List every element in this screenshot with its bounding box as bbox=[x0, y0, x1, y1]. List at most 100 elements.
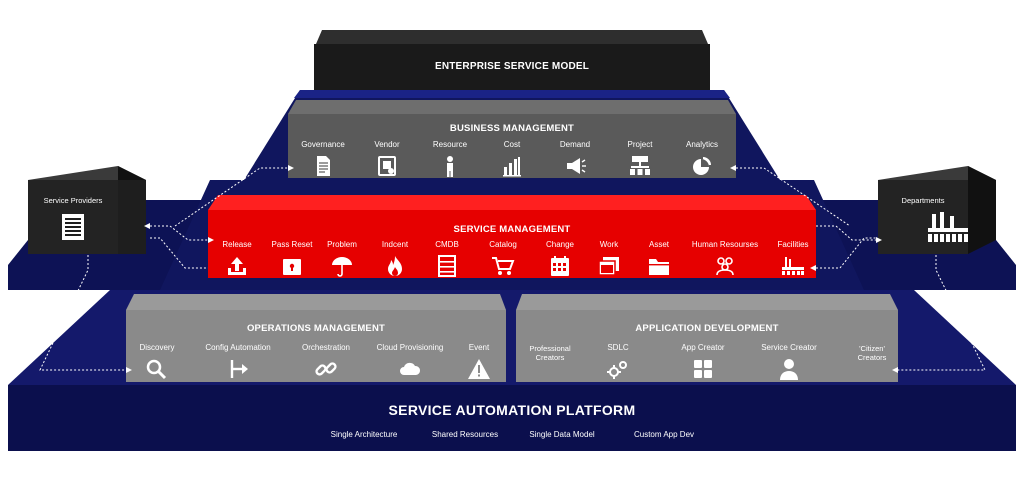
service-item-label: Work bbox=[599, 240, 619, 249]
feature-shared-resources: Shared Resources bbox=[431, 430, 499, 439]
operations-block-top bbox=[126, 294, 506, 310]
service-title: SERVICE MANAGEMENT bbox=[453, 224, 571, 235]
feature-single-data-model: Single Data Model bbox=[529, 430, 595, 439]
folder-icon bbox=[647, 255, 671, 277]
service-item-cmdb[interactable]: CMDB bbox=[402, 240, 492, 277]
megaphone-icon bbox=[563, 155, 587, 177]
operations-item-label: Discovery bbox=[139, 343, 175, 352]
appdev-item-app-creator[interactable]: App Creator bbox=[658, 343, 748, 380]
business-item-cost[interactable]: Cost bbox=[467, 140, 557, 177]
database-icon bbox=[435, 255, 459, 277]
building-icon bbox=[60, 212, 86, 247]
business-title: BUSINESS MANAGEMENT bbox=[449, 123, 575, 134]
operations-item-label: Event bbox=[468, 343, 490, 352]
service-item-catalog[interactable]: Catalog bbox=[458, 240, 548, 277]
appdev-item-label: Service Creator bbox=[761, 343, 817, 352]
connector-arrows bbox=[126, 165, 898, 373]
service-block-front bbox=[208, 210, 816, 278]
enterprise-block-front bbox=[314, 44, 710, 90]
connector-lines bbox=[39, 167, 986, 371]
window-icon bbox=[597, 255, 621, 277]
professional-creators-tag: Professional Creators bbox=[520, 341, 580, 365]
appdev-item-service-creator[interactable]: Service Creator bbox=[744, 343, 834, 380]
citizen-creators-tag: 'Citizen' Creators bbox=[848, 341, 896, 365]
feature-single-architecture: Single Architecture bbox=[330, 430, 398, 439]
departments-label: Departments bbox=[901, 196, 945, 205]
service-item-indcent[interactable]: Indcent bbox=[350, 240, 440, 277]
operations-title: OPERATIONS MANAGEMENT bbox=[246, 323, 386, 334]
operations-item-cloud-provisioning[interactable]: Cloud Provisioning bbox=[365, 343, 455, 380]
platform-base-front bbox=[8, 385, 1016, 451]
appdev-title: APPLICATION DEVELOPMENT bbox=[635, 323, 779, 334]
warning-icon bbox=[467, 358, 491, 380]
business-item-resource[interactable]: Resource bbox=[405, 140, 495, 177]
umbrella-icon bbox=[330, 255, 354, 277]
service-item-asset[interactable]: Asset bbox=[614, 240, 704, 277]
operations-item-event[interactable]: Event bbox=[434, 343, 524, 380]
gears-icon bbox=[606, 358, 630, 380]
business-item-label: Resource bbox=[432, 140, 468, 149]
appdev-item-sdlc[interactable]: SDLC bbox=[573, 343, 663, 380]
service-item-problem[interactable]: Problem bbox=[297, 240, 387, 277]
business-item-vendor[interactable]: Vendor bbox=[342, 140, 432, 177]
service-item-change[interactable]: Change bbox=[515, 240, 605, 277]
service-item-label: Human Resourses bbox=[691, 240, 759, 249]
service-item-facilities[interactable]: Facilities bbox=[748, 240, 838, 277]
service-block-top bbox=[208, 195, 816, 210]
appdev-item-label: App Creator bbox=[681, 343, 725, 352]
service-item-label: Indcent bbox=[381, 240, 409, 249]
service-item-label: Problem bbox=[327, 240, 357, 249]
business-item-label: Demand bbox=[559, 140, 591, 149]
departments-cube-face bbox=[878, 180, 968, 254]
magnifier-icon bbox=[145, 358, 169, 380]
calendar-icon bbox=[548, 255, 572, 277]
service-item-human-resourses[interactable]: Human Resourses bbox=[680, 240, 770, 277]
business-item-label: Governance bbox=[301, 140, 345, 149]
pie-chart-icon bbox=[690, 155, 714, 177]
operations-item-config-automation[interactable]: Config Automation bbox=[193, 343, 283, 380]
enterprise-block-top bbox=[316, 30, 708, 44]
business-item-label: Analytics bbox=[685, 140, 718, 149]
flame-icon bbox=[383, 255, 407, 277]
service-item-label: Facilities bbox=[777, 240, 809, 249]
factory-icon bbox=[926, 210, 970, 249]
document-icon bbox=[311, 155, 335, 177]
service-item-work[interactable]: Work bbox=[564, 240, 654, 277]
platform-title: SERVICE AUTOMATION PLATFORM bbox=[388, 402, 636, 418]
appdev-item-label: SDLC bbox=[607, 343, 629, 352]
cart-icon bbox=[491, 255, 515, 277]
service-item-label: Release bbox=[222, 240, 252, 249]
cloud-icon bbox=[398, 358, 422, 380]
operations-item-discovery[interactable]: Discovery bbox=[112, 343, 202, 380]
service-item-label: Pass Reset bbox=[271, 240, 313, 249]
business-item-label: Cost bbox=[503, 140, 521, 149]
grid-icon bbox=[691, 358, 715, 380]
business-item-demand[interactable]: Demand bbox=[530, 140, 620, 177]
operations-item-orchestration[interactable]: Orchestration bbox=[281, 343, 371, 380]
service-item-label: Catalog bbox=[489, 240, 517, 249]
feature-custom-app-dev: Custom App Dev bbox=[633, 430, 695, 439]
business-item-label: Project bbox=[627, 140, 653, 149]
service-item-label: Change bbox=[545, 240, 575, 249]
business-item-project[interactable]: Project bbox=[595, 140, 685, 177]
factory-icon bbox=[781, 255, 805, 277]
operations-item-label: Config Automation bbox=[205, 343, 271, 352]
departments-cube-side bbox=[968, 166, 996, 254]
appdev-block-top bbox=[516, 294, 898, 310]
business-item-label: Vendor bbox=[374, 140, 400, 149]
service-item-release[interactable]: Release bbox=[192, 240, 282, 277]
business-block-top bbox=[288, 100, 736, 114]
service-item-pass-reset[interactable]: Pass Reset bbox=[247, 240, 337, 277]
lock-icon bbox=[280, 255, 304, 277]
business-item-governance[interactable]: Governance bbox=[278, 140, 368, 177]
upper-tier-edge bbox=[294, 90, 730, 98]
person-icon bbox=[438, 155, 462, 177]
bar-chart-icon bbox=[500, 155, 524, 177]
service-item-label: Asset bbox=[648, 240, 669, 249]
service-item-label: CMDB bbox=[435, 240, 459, 249]
user-icon bbox=[777, 358, 801, 380]
people-icon bbox=[713, 255, 737, 277]
operations-item-label: Cloud Provisioning bbox=[376, 343, 444, 352]
service-providers-label: Service Providers bbox=[43, 196, 103, 205]
business-item-analytics[interactable]: Analytics bbox=[657, 140, 747, 177]
